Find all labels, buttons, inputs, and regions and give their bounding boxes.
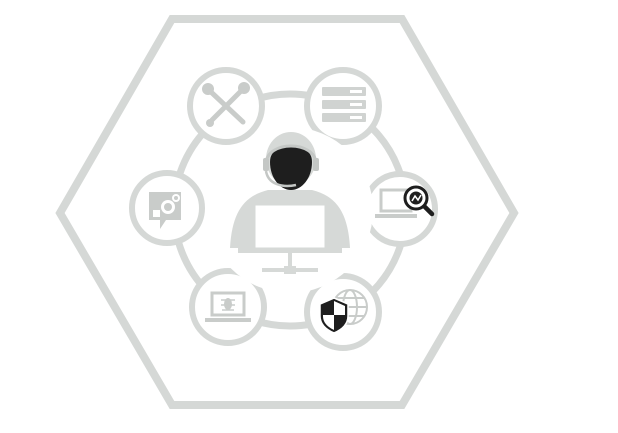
wrench-screwdriver-icon xyxy=(202,82,250,127)
satellite-settings-chat xyxy=(129,170,205,246)
server-rack-icon xyxy=(322,87,366,122)
satellite-laptop-bug xyxy=(189,268,267,346)
laptop-bug-icon xyxy=(205,291,251,322)
satellite-servers xyxy=(304,67,382,145)
gear-chat-icon xyxy=(149,192,181,229)
hexagon-frame xyxy=(55,15,519,409)
satellite-security xyxy=(304,273,382,351)
satellite-laptop-search xyxy=(362,171,438,247)
shield-icon xyxy=(319,297,349,334)
magnifier-chart-icon xyxy=(403,185,435,217)
support-technician-icon xyxy=(207,127,373,293)
satellite-tools xyxy=(187,67,265,145)
